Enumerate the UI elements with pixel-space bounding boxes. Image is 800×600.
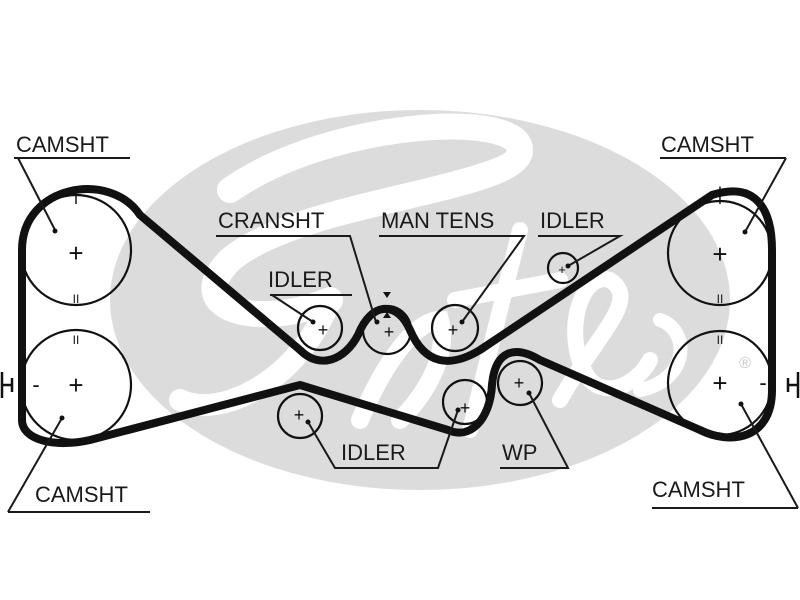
leader-dot <box>565 263 571 269</box>
timing-mark-double: II <box>73 333 80 347</box>
idler-upper-left-pulley: + <box>296 304 344 352</box>
leader-line <box>7 417 150 513</box>
label-text: CAMSHT <box>652 477 745 502</box>
minus-mark: - <box>32 372 39 397</box>
label-text: IDLER <box>540 208 605 233</box>
pulley-circle <box>496 359 544 407</box>
center-mark: + <box>514 373 525 393</box>
timing-belt <box>18 185 776 447</box>
leader-line <box>379 235 526 323</box>
center-mark: + <box>384 322 395 342</box>
label-camsht-bottom-left: CAMSHT <box>7 415 150 513</box>
leader-dot <box>738 401 744 407</box>
watermark-stroke-s <box>633 313 688 397</box>
pulley-circle <box>666 329 774 437</box>
leader-line <box>538 235 624 267</box>
label-man-tens: MAN TENS <box>379 208 526 325</box>
leader-dot <box>526 390 532 396</box>
left-mount-bracket-icon <box>0 372 14 398</box>
watermark-ellipse <box>110 110 730 490</box>
timing-arrow-icon <box>383 312 391 318</box>
label-cransht: CRANSHT <box>216 208 380 325</box>
leader-dot <box>374 319 380 325</box>
timing-mark-single: | <box>718 184 723 204</box>
leader-dot <box>59 415 65 421</box>
leader-dot <box>305 419 311 425</box>
watermark-stroke-e <box>552 271 658 408</box>
label-idler-bottom: IDLER <box>305 407 461 469</box>
leader-dot <box>310 319 316 325</box>
pulley-circle <box>441 378 489 426</box>
water-pump-pulley: + <box>496 359 544 407</box>
center-mark: + <box>318 320 329 340</box>
label-camsht-top-right: CAMSHT <box>660 132 787 235</box>
label-idler-top-right: IDLER <box>538 208 624 269</box>
pulley-circle <box>546 251 580 285</box>
center-mark: + <box>460 398 471 418</box>
leader-line <box>307 409 459 469</box>
camshaft-bottom-left-pulley: + II - <box>19 328 133 442</box>
pulley-circle <box>19 193 133 307</box>
label-text: CAMSHT <box>661 132 754 157</box>
pulley-circle <box>296 304 344 352</box>
label-idler-top-left: IDLER <box>268 267 352 325</box>
center-mark: + <box>558 262 566 277</box>
center-mark: + <box>448 320 459 340</box>
leader-dot <box>455 407 461 413</box>
label-text: IDLER <box>268 267 333 292</box>
timing-mark-double: II <box>717 292 724 306</box>
label-text: WP <box>502 440 537 465</box>
center-mark: + <box>294 405 305 425</box>
timing-mark-double: II <box>73 292 80 306</box>
center-mark: + <box>712 368 727 398</box>
label-camsht-top-left: CAMSHT <box>14 132 130 234</box>
leader-line <box>270 294 352 323</box>
gates-watermark-logo <box>110 110 730 490</box>
leader-line <box>500 392 570 469</box>
timing-mark-double: II <box>717 333 724 347</box>
label-text: IDLER <box>341 440 406 465</box>
idler-lower-right-pulley: + <box>441 378 489 426</box>
leader-line <box>660 157 787 233</box>
center-mark: + <box>68 370 83 400</box>
crankshaft-pulley: + <box>361 292 413 356</box>
leader-line <box>652 403 799 509</box>
minus-mark: - <box>759 370 766 395</box>
leader-line <box>216 235 377 323</box>
label-text: CAMSHT <box>35 482 128 507</box>
idler-lower-left-pulley: + <box>276 392 324 440</box>
leader-dot <box>459 319 465 325</box>
label-text: MAN TENS <box>381 208 494 233</box>
center-mark: + <box>712 239 727 269</box>
pulley-circle <box>19 328 133 442</box>
pulley-circle <box>430 303 480 353</box>
timing-mark-single: | <box>74 184 79 204</box>
label-text: CAMSHT <box>16 132 109 157</box>
idler-upper-right-pulley: + <box>546 251 580 285</box>
registered-mark: ® <box>739 355 751 372</box>
camshaft-top-right-pulley: + | II <box>666 184 774 307</box>
pulley-circle <box>666 199 774 307</box>
label-text: CRANSHT <box>218 208 324 233</box>
label-camsht-bottom-right: CAMSHT <box>652 401 799 509</box>
right-mount-bracket-icon <box>786 372 800 398</box>
watermark-stroke-g-tail <box>169 289 341 416</box>
timing-arrow-icon <box>383 292 391 298</box>
camshaft-top-left-pulley: + | II <box>19 184 133 307</box>
watermark-stroke-a <box>351 310 451 429</box>
pulley-circle <box>276 392 324 440</box>
manual-tensioner-pulley: + <box>430 303 480 353</box>
leader-line <box>14 157 130 231</box>
watermark-stroke-t <box>447 222 568 438</box>
watermark-stroke-g <box>201 113 534 328</box>
pulley-circle <box>361 304 413 356</box>
label-wp: WP <box>500 390 570 469</box>
camshaft-bottom-right-pulley: + II - ® <box>666 329 774 437</box>
leader-dot <box>742 229 748 235</box>
leader-dot <box>52 228 58 234</box>
center-mark: + <box>68 238 83 268</box>
